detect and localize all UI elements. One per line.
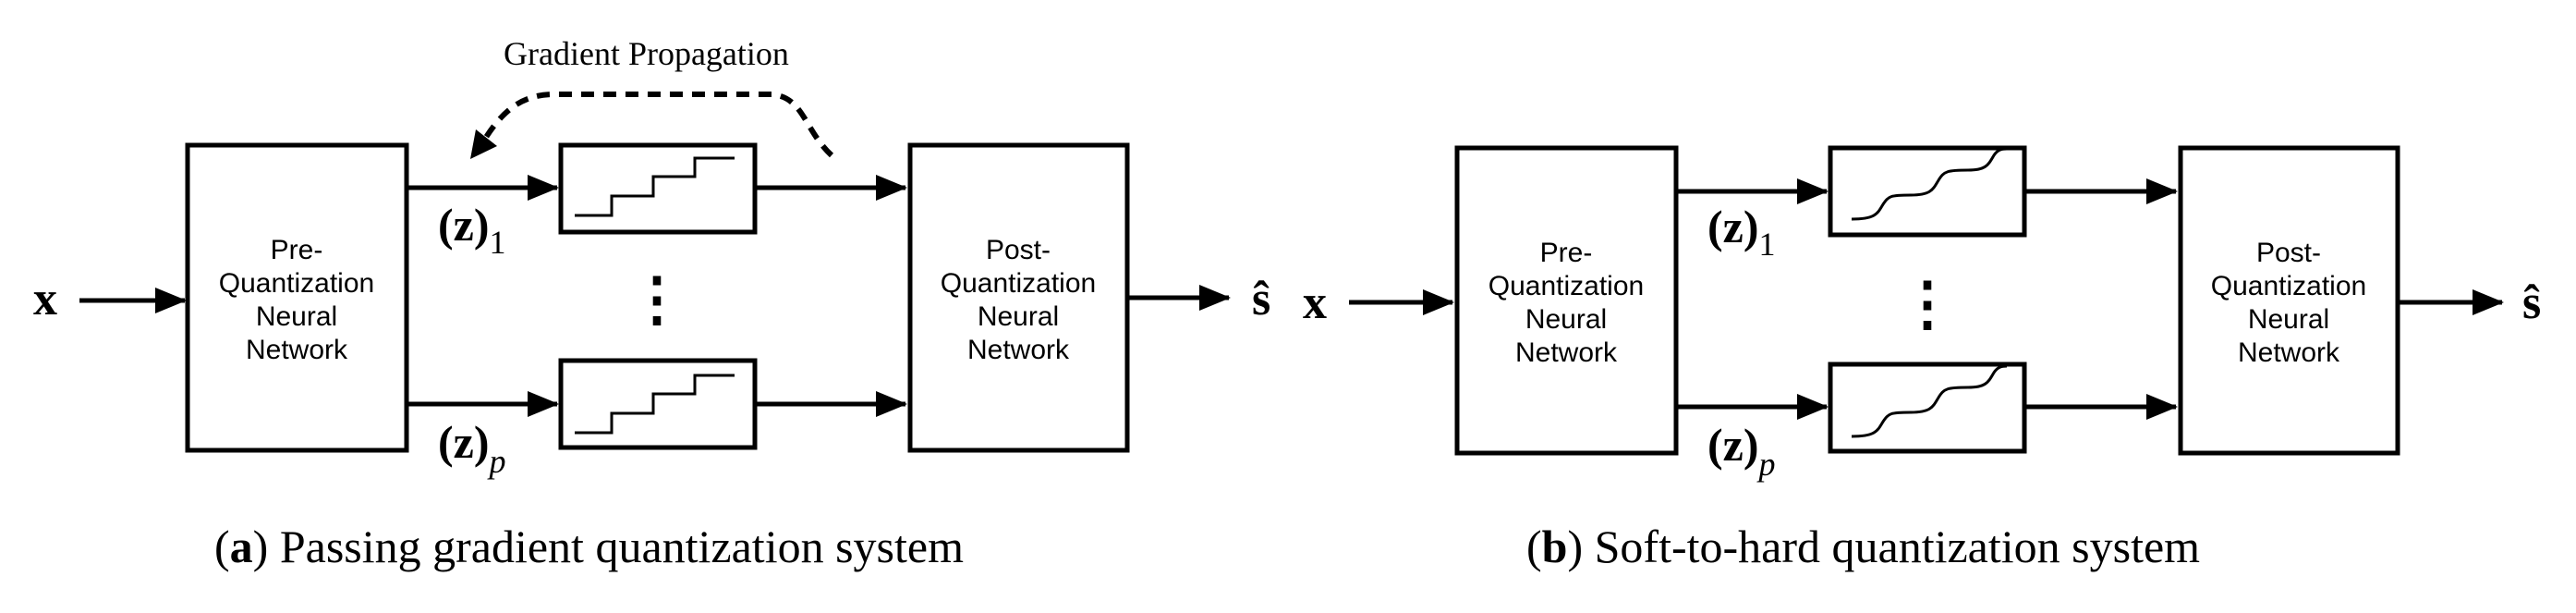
pre-block-b-line-1: Pre- <box>1540 238 1593 268</box>
post-block-b-line-2: Quantization <box>2211 271 2366 301</box>
gradient-propagation-arrow <box>478 92 834 158</box>
caption-b: (b) Soft-to-hard quantization system <box>1526 521 2200 572</box>
post-block-line-3: Neural <box>978 301 1059 332</box>
pre-block-b-line-2: Quantization <box>1488 271 1644 301</box>
post-block-b-line-1: Post- <box>2256 238 2321 268</box>
gradient-arrowhead-icon <box>470 129 497 159</box>
post-block-line-4: Network <box>967 335 1070 365</box>
output-s-label: ŝ <box>1252 273 1270 325</box>
z1-label: (z)1 <box>438 199 506 261</box>
post-quantization-block-b <box>2178 145 2400 456</box>
soft-step-icon-top <box>1851 147 2008 221</box>
ellipsis-dots: ⋮ <box>627 266 687 332</box>
diagram-a: x Pre- Quantization Neural Network (z)1 … <box>33 35 1270 572</box>
pre-block-line-4: Network <box>246 335 348 365</box>
soft-step-icon-bottom <box>1851 364 2008 438</box>
pre-quantization-block <box>185 142 409 453</box>
z1-label-b: (z)1 <box>1707 201 1776 263</box>
pre-block-line-2: Quantization <box>219 268 374 299</box>
post-block-b-line-4: Network <box>2238 337 2340 368</box>
caption-a: (a) Passing gradient quantization system <box>214 521 964 572</box>
hard-step-icon-bottom <box>575 374 735 435</box>
ellipsis-dots-b: ⋮ <box>1898 271 1957 337</box>
input-x-label-b: x <box>1303 276 1327 329</box>
post-block-line-2: Quantization <box>941 268 1096 299</box>
input-x-label: x <box>33 273 57 325</box>
zp-label: (z)p <box>438 416 506 480</box>
pre-quantization-block-b <box>1454 145 1679 456</box>
pre-block-b-line-3: Neural <box>1525 304 1607 335</box>
pre-block-b-line-4: Network <box>1515 337 1618 368</box>
output-s-label-b: ŝ <box>2522 276 2541 329</box>
pre-block-line-3: Neural <box>256 301 337 332</box>
quantizer-bottom-block <box>558 358 758 450</box>
post-quantization-block <box>907 142 1130 453</box>
post-block-b-line-3: Neural <box>2248 304 2329 335</box>
post-block-line-1: Post- <box>986 235 1051 265</box>
hard-step-icon-top <box>575 156 735 217</box>
gradient-propagation-label: Gradient Propagation <box>504 35 789 72</box>
quantizer-bottom-block-b <box>1828 362 2027 454</box>
diagram-b: x Pre- Quantization Neural Network (z)1 … <box>1303 145 2541 572</box>
pre-block-line-1: Pre- <box>271 235 323 265</box>
zp-label-b: (z)p <box>1707 419 1776 483</box>
